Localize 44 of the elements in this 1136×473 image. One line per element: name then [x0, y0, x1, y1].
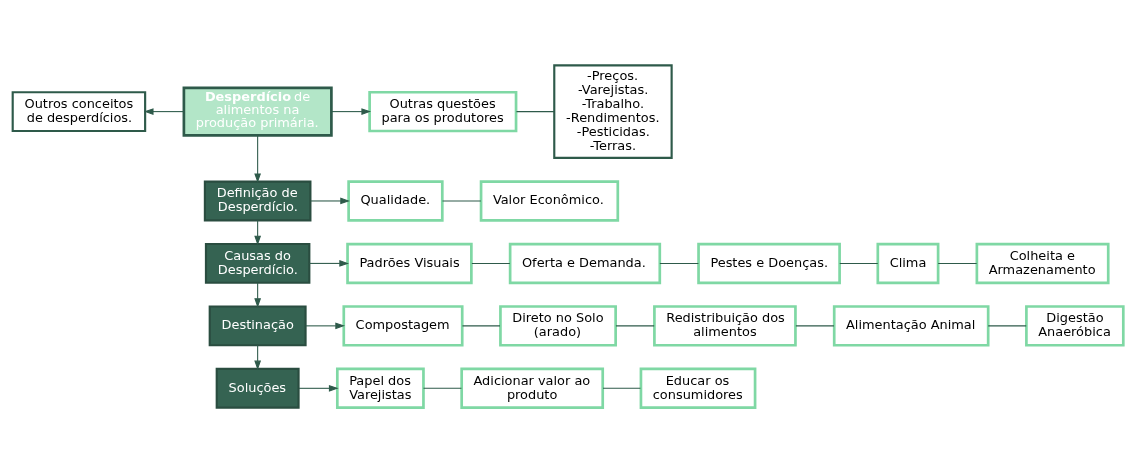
node-box: Papel dos Varejistas — [335, 367, 425, 410]
connector — [615, 325, 655, 327]
node-box: Outros conceitos de desperdícios. — [11, 91, 147, 133]
arrow — [308, 260, 350, 267]
arrow — [143, 108, 185, 115]
node-box: Outras questões para os produtores — [368, 90, 518, 133]
arrow — [254, 219, 262, 246]
node-box: -Preços. -Varejistas. -Trabalho. -Rendimentos. -Pesticidas. -Terras. — [553, 64, 673, 159]
connector — [937, 262, 978, 264]
node-box: Digestão Anaeróbica — [1025, 305, 1125, 347]
node-box: Compostagem — [342, 305, 464, 347]
node-box: Clima — [876, 242, 940, 285]
node-box: Redistribuição dos alimentos — [653, 305, 797, 347]
node-box: Desperdício de alimentos na produção primária. — [182, 86, 333, 137]
connector — [795, 325, 835, 327]
node-box: Qualidade. — [347, 180, 444, 222]
connector — [471, 262, 511, 264]
arrow — [310, 197, 350, 205]
node-box: Destinação — [208, 305, 307, 347]
connector — [839, 262, 879, 264]
node-box: Causas do Desperdício. — [204, 242, 311, 284]
connector — [602, 387, 641, 389]
arrow — [254, 344, 262, 371]
arrow — [298, 384, 339, 392]
connector — [987, 325, 1027, 327]
connector — [659, 262, 699, 264]
connector — [422, 387, 462, 389]
node-box: Soluções — [215, 367, 300, 409]
arrow — [254, 135, 262, 184]
connector — [461, 325, 501, 327]
node-box: Direto no Solo (arado) — [499, 305, 617, 347]
node-box: Educar os consumidores — [639, 367, 757, 410]
connector — [441, 200, 482, 202]
connector — [515, 111, 555, 113]
arrow — [305, 322, 345, 330]
node-box: Colheita e Armazenamento — [975, 242, 1110, 285]
arrow — [331, 108, 372, 115]
node-box: Alimentação Animal — [832, 305, 990, 347]
node-box: Adicionar valor ao produto — [460, 367, 605, 410]
node-box: Valor Econômico. — [479, 180, 620, 222]
node-box: Pestes e Doenças. — [697, 242, 841, 285]
node-box: Definição de Desperdício. — [203, 180, 312, 222]
node-box: Oferta e Demanda. — [508, 242, 662, 285]
node-box: Padrões Visuais — [346, 242, 473, 285]
